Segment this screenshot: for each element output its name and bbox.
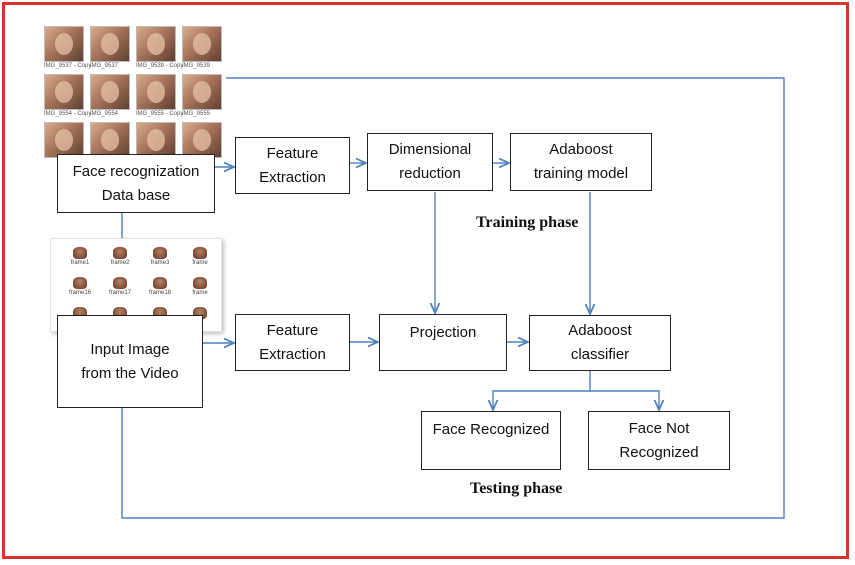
dimensional-reduction-label-2: reduction (399, 165, 461, 182)
face-thumbnail: IMG_9537 - Copy (44, 26, 92, 70)
video-frame-image (193, 247, 207, 259)
video-frame-image (113, 247, 127, 259)
face-thumbnail (182, 122, 222, 158)
input-image-label-1: Input Image (90, 340, 170, 358)
dimensional-reduction-label-1: Dimensional (388, 141, 472, 158)
dimensional-reduction-box: Dimensional reduction (367, 133, 493, 191)
face-thumbnail (136, 122, 176, 158)
face-database-label-1: Face recognization (72, 162, 200, 180)
video-frame-thumbnail: frame2 (105, 247, 135, 267)
face-image (182, 74, 222, 110)
face-image (136, 26, 176, 62)
face-image (44, 26, 84, 62)
adaboost-classifier-label-2: classifier (570, 346, 630, 363)
face-image (44, 74, 84, 110)
video-frame-caption: frame1 (70, 260, 90, 266)
face-thumbnail: IMG_9539 - Copy (136, 26, 184, 70)
loop-line (121, 77, 785, 519)
adaboost-training-label-1: Adaboost (549, 141, 613, 158)
face-image (90, 74, 130, 110)
face-thumbnail: IMG_9554 (90, 74, 130, 118)
face-thumbnail-caption: IMG_9554 (90, 111, 119, 117)
input-image-box: Input Image from the Video (57, 315, 203, 408)
face-thumbnail: IMG_9537 (90, 26, 130, 70)
input-image-label-2: from the Video (81, 364, 179, 382)
face-thumbnail-caption: IMG_9555 - Copy (136, 111, 184, 117)
video-frame-image (73, 277, 87, 289)
face-not-recognized-label-1: Face Not (628, 419, 690, 437)
adaboost-training-box: Adaboost training model (510, 133, 652, 191)
face-thumbnail-caption: IMG_9537 - Copy (44, 63, 92, 69)
face-image (182, 26, 222, 62)
arrow-to-not-recognized (590, 390, 659, 410)
video-frame-thumbnail: frame18 (145, 277, 175, 297)
face-image (90, 26, 130, 62)
face-thumbnail-caption: IMG_9555 (182, 111, 211, 117)
face-database-box: Face recognization Data base (57, 154, 215, 213)
face-image (136, 122, 176, 158)
feature-extraction-testing-box: Feature Extraction (235, 314, 350, 371)
video-frame-thumbnail: frame3 (145, 247, 175, 267)
adaboost-classifier-box: Adaboost classifier (529, 315, 671, 371)
face-database-label-2: Data base (101, 186, 171, 204)
adaboost-classifier-label-1: Adaboost (568, 322, 632, 339)
video-frame-thumbnail: frame16 (65, 277, 95, 297)
face-thumbnail: IMG_9539 (182, 26, 222, 70)
face-thumbnail (90, 122, 130, 158)
face-recognized-box: Face Recognized (421, 411, 561, 470)
video-frame-thumbnail: frame (185, 247, 215, 267)
feature-extraction-testing-label-1: Feature (266, 321, 319, 339)
video-frame-caption: frame17 (108, 290, 131, 296)
video-frame-thumbnail: frame17 (105, 277, 135, 297)
face-thumbnail: IMG_9555 (182, 74, 222, 118)
face-image (44, 122, 84, 158)
face-thumbnail: IMG_9555 - Copy (136, 74, 184, 118)
video-frame-caption: frame3 (150, 260, 170, 266)
video-frame-image (193, 277, 207, 289)
training-phase-label: Training phase (476, 214, 579, 231)
arrow-to-recognized (493, 390, 590, 410)
video-frame-image (153, 247, 167, 259)
face-thumbnail: IMG_9554 - Copy (44, 74, 92, 118)
adaboost-training-label-2: training model (533, 165, 629, 182)
video-frame-thumbnail: frame (185, 277, 215, 297)
face-thumbnail-caption: IMG_9539 - Copy (136, 63, 184, 69)
feature-extraction-testing-label-2: Extraction (259, 345, 326, 363)
video-frame-image (73, 247, 87, 259)
projection-label: Projection (409, 324, 477, 341)
face-not-recognized-label-2: Recognized (619, 443, 699, 461)
video-frame-caption: frame2 (110, 260, 130, 266)
face-image (136, 74, 176, 110)
testing-phase-label: Testing phase (470, 480, 563, 497)
face-thumbnail (44, 122, 84, 158)
face-image (90, 122, 130, 158)
face-thumbnail-caption: IMG_9537 (90, 63, 119, 69)
video-frame-caption: frame16 (68, 290, 91, 296)
feature-extraction-training-label-1: Feature (266, 144, 319, 162)
video-frame-caption: frame (192, 290, 208, 296)
video-frame-caption: frame18 (148, 290, 171, 296)
feature-extraction-training-box: Feature Extraction (235, 137, 350, 194)
face-thumbnail-caption: IMG_9554 - Copy (44, 111, 92, 117)
video-frame-thumbnail: frame1 (65, 247, 95, 267)
video-frame-caption: frame (192, 260, 208, 266)
face-not-recognized-box: Face Not Recognized (588, 411, 730, 470)
outer-border (2, 2, 849, 559)
projection-box: Projection (379, 314, 507, 371)
face-thumbnail-caption: IMG_9539 (182, 63, 211, 69)
video-frame-image (113, 277, 127, 289)
face-recognized-label: Face Recognized (432, 421, 550, 438)
feature-extraction-training-label-2: Extraction (259, 168, 326, 186)
video-frame-image (153, 277, 167, 289)
face-image (182, 122, 222, 158)
